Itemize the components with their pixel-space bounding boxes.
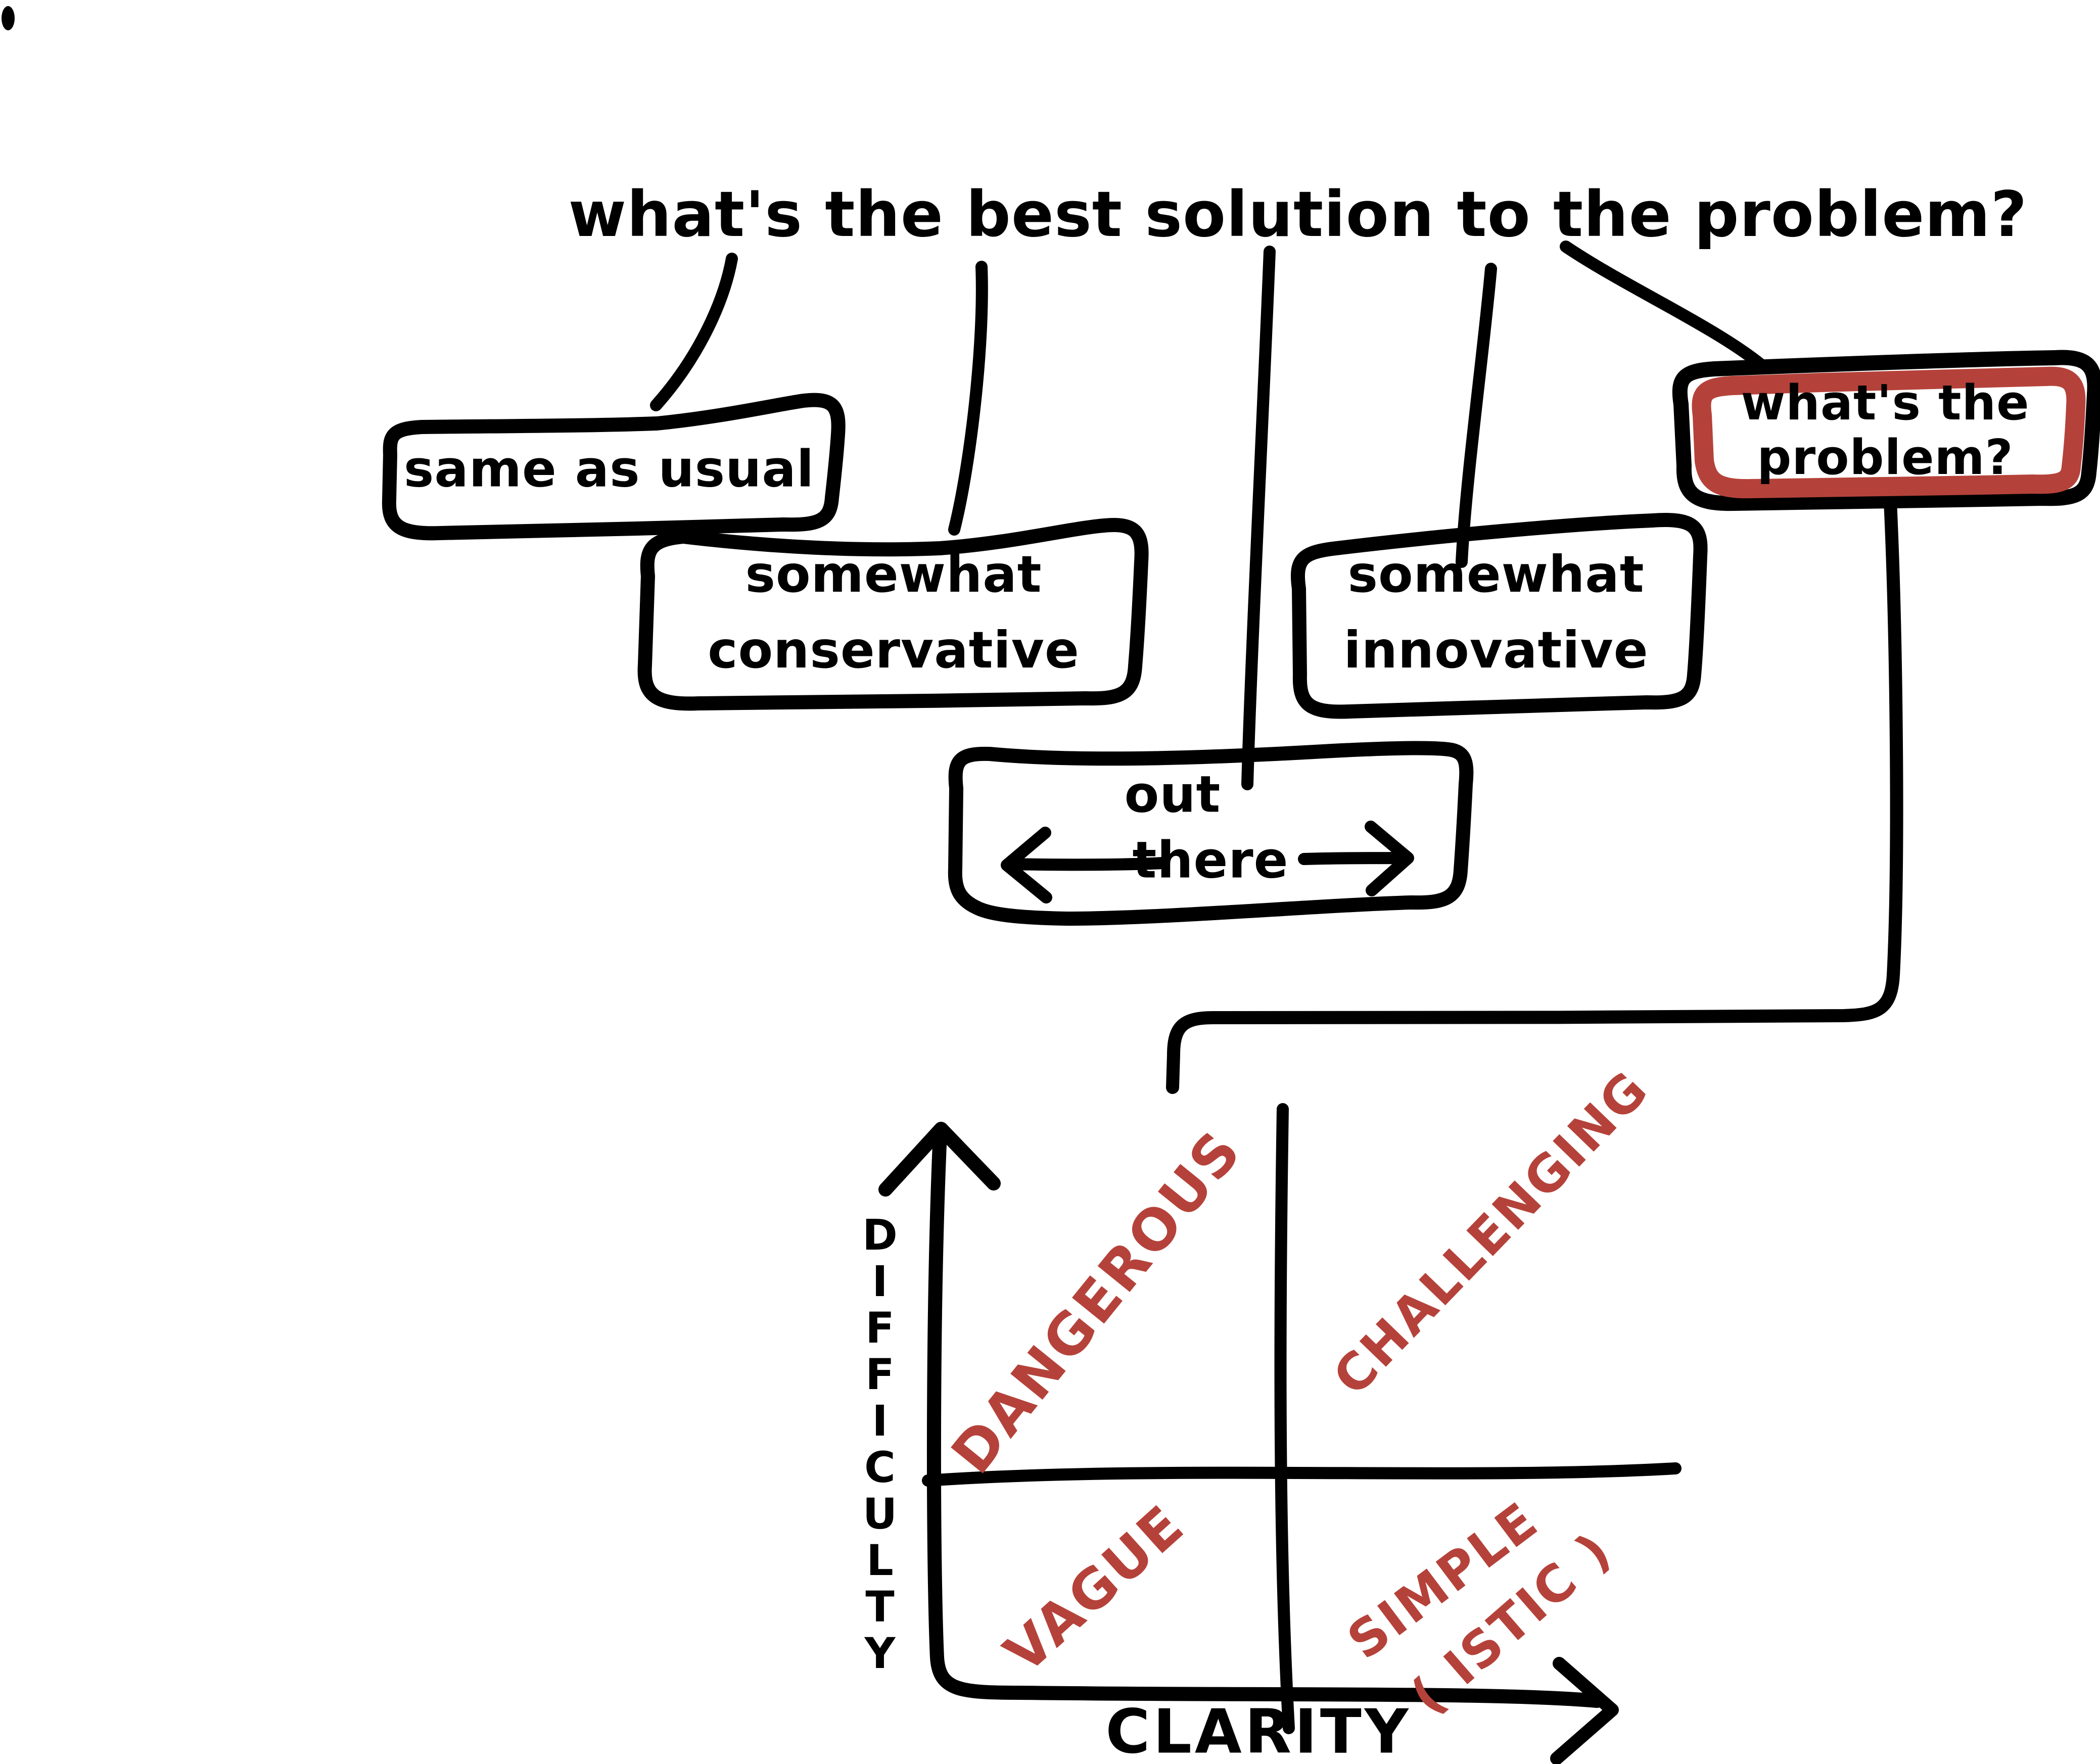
option-whats-the-problem-line1: what's the	[1741, 375, 2030, 431]
box-somewhat-innovative	[1290, 513, 1708, 719]
option-somewhat-innovative-line2: innovative	[1343, 621, 1649, 680]
option-same-as-usual-label: same as usual	[403, 439, 815, 499]
box-somewhat-conservative	[637, 518, 1149, 711]
x-axis-label: CLARITY	[1105, 1697, 1412, 1764]
connector-out-there	[1241, 246, 1276, 790]
option-out-there-line1: out	[1124, 765, 1221, 824]
right-arrow-icon	[1298, 821, 1414, 896]
box-same-as-usual	[382, 393, 846, 541]
x-axis-arrowhead-icon	[1550, 1657, 1619, 1764]
page-title: what's the best solution to the problem?	[568, 178, 2028, 251]
connector-whats-the-problem	[1560, 241, 1771, 374]
quadrant-horizontal-divider	[922, 1462, 1682, 1487]
option-whats-the-problem-line2: problem?	[1757, 430, 2014, 486]
quadrant-vertical-divider	[1274, 1103, 1295, 1734]
connector-somewhat-conservative	[948, 261, 988, 536]
box-whats-the-problem-highlight	[1692, 366, 2086, 499]
option-somewhat-conservative-label: somewhat conservative	[708, 537, 1080, 688]
option-out-there-line2: there	[1132, 830, 1289, 890]
option-somewhat-innovative-line1: somewhat	[1347, 545, 1645, 604]
y-axis-label: DIFFICULTY	[862, 1210, 898, 1678]
connector-same-as-usual	[650, 253, 738, 411]
option-somewhat-conservative-line1: somewhat	[745, 545, 1042, 604]
axes-line	[926, 1126, 1604, 1708]
left-arrow-icon	[1001, 827, 1169, 903]
option-somewhat-conservative-line2: conservative	[708, 621, 1080, 680]
box-whats-the-problem-outer	[1672, 350, 2100, 511]
connector-problem-to-chart	[1166, 495, 1903, 1094]
connector-somewhat-innovative	[1456, 263, 1497, 568]
option-somewhat-innovative-label: somewhat innovative	[1343, 537, 1648, 688]
y-axis-arrowhead-icon	[878, 1122, 1001, 1197]
stray-mark	[2, 6, 15, 30]
option-whats-the-problem-label: what's the problem?	[1741, 376, 2029, 485]
box-out-there	[948, 741, 1474, 926]
